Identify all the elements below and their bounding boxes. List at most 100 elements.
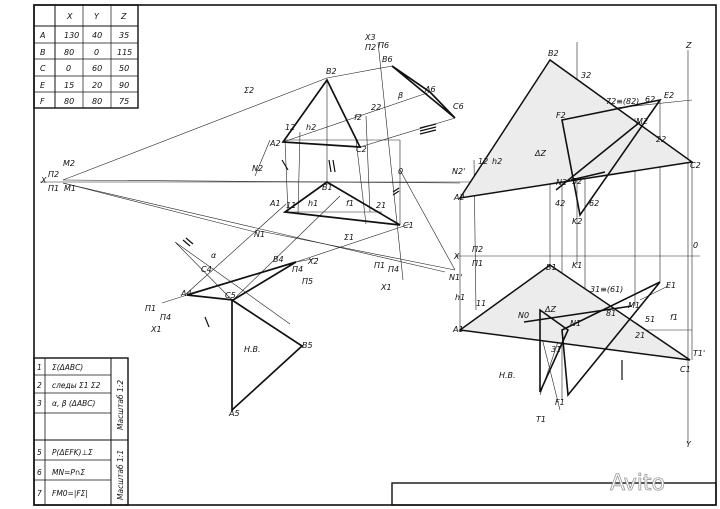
task-num: 2 <box>37 381 42 390</box>
task-num: 6 <box>37 468 42 477</box>
task-text: MN=P∩Σ <box>52 468 85 477</box>
point-label: 32 <box>581 71 591 80</box>
point-label: 52 <box>572 177 582 186</box>
point-label: N1' <box>449 273 462 282</box>
table-cell: 35 <box>119 31 129 40</box>
point-label: f2 <box>354 113 362 122</box>
point-label: C2 <box>356 145 367 154</box>
table-header-z: Z <box>120 12 127 21</box>
point-label: N0 <box>518 311 529 320</box>
point-label: Π6 <box>378 41 389 50</box>
point-label: F2 <box>556 111 566 120</box>
table-cell: A <box>39 31 45 40</box>
point-label: A1 <box>269 199 281 208</box>
task-num: 5 <box>37 448 42 457</box>
point-label: 22 <box>371 103 381 112</box>
point-label: Π5 <box>302 277 313 286</box>
table-cell: 20 <box>92 81 102 90</box>
point-label: B5 <box>302 341 313 350</box>
point-label: N2 <box>252 164 263 173</box>
point-label: Σ1 <box>344 233 354 242</box>
point-label: Π1 <box>472 259 483 268</box>
point-label: 62 <box>589 199 599 208</box>
point-label: C1 <box>403 221 414 230</box>
point-label: α <box>211 251 217 260</box>
task-num: 1 <box>37 363 42 372</box>
coordinate-table <box>33 4 139 109</box>
point-label: N1 <box>254 230 265 239</box>
point-label: 0 <box>693 241 698 250</box>
left-triangles <box>186 65 456 412</box>
point-label: 21 <box>635 331 645 340</box>
point-label: H.B. <box>244 345 261 354</box>
point-label: 42 <box>555 199 565 208</box>
right-triangles <box>523 98 662 398</box>
point-label: 81 <box>606 309 616 318</box>
table-cell: 0 <box>94 48 99 57</box>
task-table-text: 1 Σ(ΔABC) 2 следы Σ1 Σ2 3 α, β (ΔABC) 5 … <box>37 363 125 500</box>
point-label: ΔZ <box>534 149 546 158</box>
point-label: E1 <box>666 281 676 290</box>
coordinate-table-text: X Y Z A 130 40 35 B 80 0 115 C 0 60 50 E… <box>39 12 132 106</box>
point-label: M2 <box>63 159 75 168</box>
table-cell: F <box>40 97 45 106</box>
table-cell: 60 <box>92 64 102 73</box>
point-label: Π1 <box>145 304 156 313</box>
title-block-stub <box>391 482 717 506</box>
point-label: B1 <box>546 263 557 272</box>
point-label: 0 <box>398 167 403 176</box>
point-label: A5 <box>228 409 240 418</box>
scale-label: Масштаб 1:2 <box>116 380 125 430</box>
table-cell: 80 <box>92 97 102 106</box>
point-label: X3 <box>364 33 376 42</box>
point-label: 31≡(61) <box>590 285 623 294</box>
point-label: A4 <box>180 289 192 298</box>
table-cell: 115 <box>117 48 132 57</box>
point-label: N1 <box>570 319 581 328</box>
point-label: Π4 <box>160 313 171 322</box>
point-label: f1 <box>346 199 354 208</box>
point-label: h2 <box>492 157 502 166</box>
point-label: B2 <box>326 67 337 76</box>
tick-marks <box>182 123 623 380</box>
point-label: X <box>453 252 460 261</box>
point-label: T1 <box>536 415 546 424</box>
point-label: ΔZ <box>544 305 556 314</box>
table-cell: B <box>40 48 46 57</box>
task-text: α, β (ΔABC) <box>52 399 95 408</box>
task-num: 7 <box>37 489 42 498</box>
point-label: K1 <box>572 261 582 270</box>
point-label: A1 <box>452 325 464 334</box>
triangle-efk-horizontal <box>561 281 661 398</box>
point-label: C5 <box>225 291 236 300</box>
point-label: 22 <box>656 135 666 144</box>
triangle-abc-horizontal <box>282 180 401 226</box>
point-label: 72≡(82) <box>606 97 639 106</box>
point-label: f1 <box>670 313 678 322</box>
point-label: Π2 <box>365 43 376 52</box>
table-cell: 80 <box>64 97 74 106</box>
table-cell: 15 <box>64 81 74 90</box>
point-label: Y <box>686 440 692 449</box>
point-label: X2 <box>307 257 319 266</box>
table-cell: C <box>40 64 46 73</box>
point-label: C1 <box>680 365 691 374</box>
point-label: Π1 <box>48 184 59 193</box>
point-label: X1 <box>380 283 392 292</box>
table-cell: 90 <box>119 81 129 90</box>
task-text: Σ(ΔABC) <box>52 363 83 372</box>
point-label: T1' <box>693 349 705 358</box>
point-label: M1 <box>628 301 640 310</box>
table-cell: 75 <box>119 97 129 106</box>
point-label: M1 <box>64 184 76 193</box>
point-label: Π2 <box>472 245 483 254</box>
point-label: A2 <box>269 139 281 148</box>
point-label: 12 <box>285 123 295 132</box>
left-construction-lines <box>40 41 470 325</box>
point-label: Z <box>685 41 692 50</box>
point-label: h1 <box>455 293 465 302</box>
task-table <box>33 357 129 506</box>
point-label: 11 <box>286 201 296 210</box>
